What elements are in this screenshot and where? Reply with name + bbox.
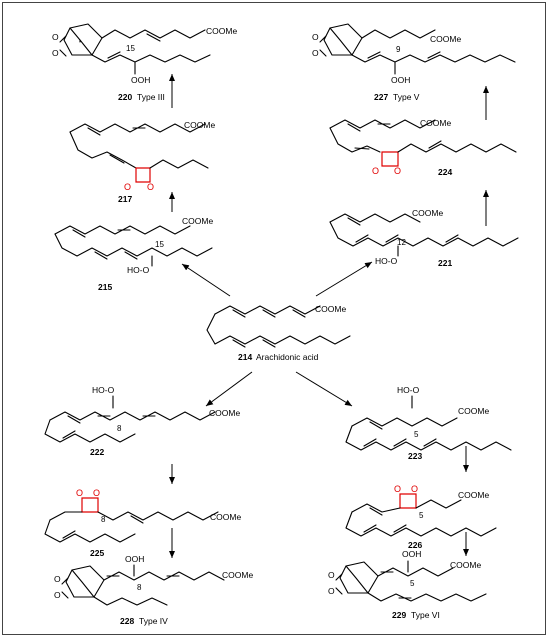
compound-number: 226: [408, 540, 422, 550]
compound-number: 229: [392, 610, 406, 620]
compound-type: Type IV: [139, 616, 168, 626]
ester-label: COOMe: [420, 118, 451, 128]
compound-number: 221: [438, 258, 452, 268]
oxygen-atom: O: [394, 166, 401, 176]
oxygen-atom: O: [76, 488, 83, 498]
oxygen-atom: O: [54, 574, 61, 584]
compound-number: 224: [438, 167, 452, 177]
locant-label: 8: [117, 424, 122, 433]
compound-229: O O OOH 5 COOMe 229 Type VI: [328, 549, 487, 620]
ester-label: COOMe: [209, 408, 240, 418]
compound-number: 223: [408, 451, 422, 461]
compound-number: 225: [90, 548, 104, 558]
locant-label: 15: [126, 44, 135, 53]
locant-label: 9: [396, 45, 401, 54]
arrow-214-to-223: [295, 371, 353, 407]
oxygen-atom: O: [52, 48, 59, 58]
compound-number: 227: [374, 92, 388, 102]
ester-label: COOMe: [412, 208, 443, 218]
oxygen-atom: O: [312, 48, 319, 58]
arrow-214-to-222: [205, 371, 253, 407]
ester-label: COOMe: [210, 512, 241, 522]
compound-type: Type III: [137, 92, 165, 102]
hydroxyl-label: OOH: [402, 549, 421, 559]
oxygen-atom: O: [52, 32, 59, 42]
locant-label: 8: [101, 515, 106, 524]
locant-label: 8: [137, 583, 142, 592]
compound-223: HO-O 5 COOMe 223: [345, 385, 512, 461]
compound-name: Arachidonic acid: [256, 352, 319, 362]
compound-220: O O COOMe 15 OOH 220 Type III: [52, 23, 237, 102]
hydroxyl-label: OOH: [131, 75, 150, 85]
compound-type: Type VI: [411, 610, 440, 620]
oxygen-atom: O: [124, 182, 131, 192]
compound-225: O O 8 COOMe 225: [44, 488, 241, 558]
ester-label: COOMe: [206, 26, 237, 36]
oxygen-atom: O: [394, 484, 401, 494]
locant-label: 5: [410, 579, 415, 588]
compound-226: O O 5 COOMe 226: [345, 484, 497, 550]
compound-number: 222: [90, 447, 104, 457]
compound-number: 220: [118, 92, 132, 102]
oxygen-atom: O: [411, 484, 418, 494]
locant-label: 5: [414, 430, 419, 439]
oxygen-atom: O: [328, 570, 335, 580]
compound-number: 214: [238, 352, 252, 362]
locant-label: 5: [419, 511, 424, 520]
oxygen-atom: O: [312, 32, 319, 42]
oxygen-atom: O: [147, 182, 154, 192]
hydroxyl-label: OOH: [125, 554, 144, 564]
ester-label: COOMe: [450, 560, 481, 570]
arrow-214-to-221: [315, 261, 373, 297]
locant-label: 15: [155, 240, 164, 249]
oxygen-atom: O: [372, 166, 379, 176]
compound-number: 215: [98, 282, 112, 292]
compound-214: COOMe 214 Arachidonic acid: [206, 304, 351, 362]
oxygen-atom: O: [93, 488, 100, 498]
hydroperoxy-label: HO-O: [127, 265, 150, 275]
compound-217: COOMe O O 217: [69, 120, 215, 204]
compound-227: O O COOMe 9 OOH 227 Type V: [312, 23, 516, 102]
hydroperoxy-label: HO-O: [375, 256, 398, 266]
oxygen-atom: O: [328, 586, 335, 596]
compound-221: COOMe 12 HO-O 221: [329, 208, 519, 268]
arrow-214-to-215: [181, 263, 231, 297]
hydroxyl-label: OOH: [391, 75, 410, 85]
ester-label: COOMe: [458, 406, 489, 416]
compound-215: COOMe 15 HO-O 215: [54, 216, 213, 292]
oxygen-atom: O: [54, 590, 61, 600]
ester-label: COOMe: [315, 304, 346, 314]
ester-label: COOMe: [430, 34, 461, 44]
ester-label: COOMe: [458, 490, 489, 500]
compound-228: O O OOH 8 COOMe 228 Type IV: [54, 554, 253, 626]
compound-type: Type V: [393, 92, 420, 102]
hydroperoxy-label: HO-O: [397, 385, 420, 395]
ester-label: COOMe: [222, 570, 253, 580]
compound-222: HO-O 8 COOMe 222: [44, 385, 240, 457]
hydroperoxy-label: HO-O: [92, 385, 115, 395]
compound-224: COOMe O O 224: [329, 118, 517, 177]
ester-label: COOMe: [182, 216, 213, 226]
figure-frame: [2, 2, 546, 635]
compound-number: 217: [118, 194, 132, 204]
ester-label: COOMe: [184, 120, 215, 130]
locant-label: 12: [397, 238, 406, 247]
compound-number: 228: [120, 616, 134, 626]
